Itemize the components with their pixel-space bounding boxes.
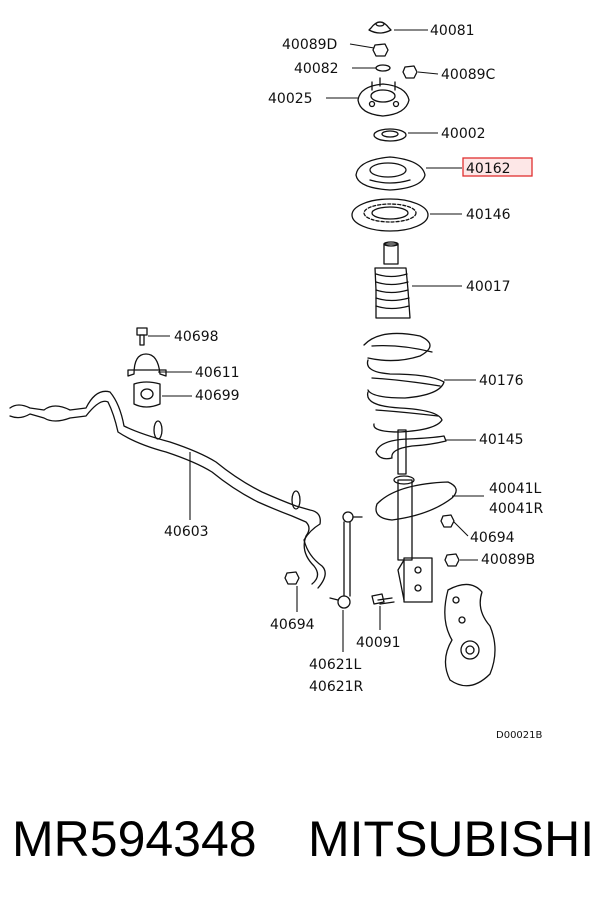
leader-lines bbox=[148, 29, 484, 652]
label-40089d: 40089D bbox=[282, 37, 337, 53]
dust-boot-40017 bbox=[374, 241, 411, 319]
label-40002: 40002 bbox=[441, 126, 486, 142]
bushing-40699 bbox=[133, 381, 161, 408]
label-40089c: 40089C bbox=[441, 67, 496, 83]
label-40082: 40082 bbox=[294, 61, 339, 77]
label-40694-left: 40694 bbox=[270, 617, 315, 633]
nut-40694-left bbox=[284, 571, 300, 585]
bolt-40091 bbox=[371, 593, 395, 605]
label-40162: 40162 bbox=[466, 161, 511, 177]
label-40146: 40146 bbox=[466, 207, 511, 223]
label-40041l: 40041L bbox=[489, 481, 542, 497]
label-40698: 40698 bbox=[174, 329, 219, 345]
bracket-40611 bbox=[127, 353, 167, 377]
highlight-box bbox=[462, 157, 533, 177]
label-40176: 40176 bbox=[479, 373, 524, 389]
label-40611: 40611 bbox=[195, 365, 240, 381]
label-40694-right: 40694 bbox=[470, 530, 515, 546]
label-40041r: 40041R bbox=[489, 501, 544, 517]
label-40621l: 40621L bbox=[309, 657, 362, 673]
spring-pad-40146 bbox=[351, 198, 429, 232]
mount-40025 bbox=[357, 77, 410, 117]
bearing-40002 bbox=[373, 128, 407, 142]
label-40091: 40091 bbox=[356, 635, 401, 651]
stabilizer-bar-40603 bbox=[9, 390, 326, 589]
nut-40089b bbox=[444, 553, 460, 567]
label-40699: 40699 bbox=[195, 388, 240, 404]
nut-40089c bbox=[402, 65, 418, 79]
label-40081: 40081 bbox=[430, 23, 475, 39]
label-40025: 40025 bbox=[268, 91, 313, 107]
nut-40089d bbox=[372, 43, 389, 57]
label-40089b: 40089B bbox=[481, 552, 535, 568]
washer-40082 bbox=[375, 64, 391, 72]
spring-seat-40162 bbox=[355, 156, 426, 191]
bolt-40698 bbox=[136, 327, 148, 346]
label-40017: 40017 bbox=[466, 279, 511, 295]
part-number: MR594348 bbox=[12, 811, 257, 867]
knuckle bbox=[444, 583, 496, 687]
brand-name: MITSUBISHI bbox=[308, 811, 594, 867]
stabilizer-link-40621 bbox=[329, 511, 363, 609]
strut-40041 bbox=[375, 429, 457, 603]
label-40621r: 40621R bbox=[309, 679, 364, 695]
coil-spring-40176 bbox=[363, 332, 445, 433]
lower-spring-pad-40145 bbox=[375, 435, 447, 460]
cap-40081 bbox=[368, 21, 392, 34]
label-40603: 40603 bbox=[164, 524, 209, 540]
bolt-40694-right bbox=[440, 514, 455, 528]
label-40145: 40145 bbox=[479, 432, 524, 448]
drawing-code: D00021B bbox=[496, 730, 543, 741]
highlight-40162[interactable]: 40162 bbox=[462, 157, 533, 177]
